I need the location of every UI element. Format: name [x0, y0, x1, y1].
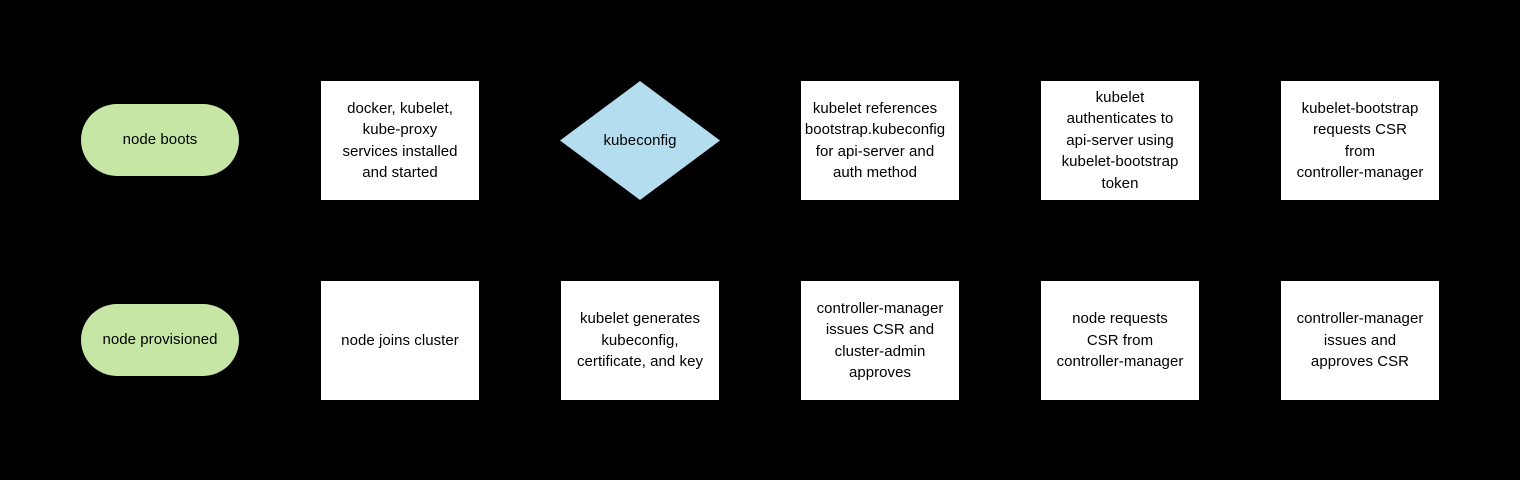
flow-node-controller-manager-approves-csr[interactable]: controller-manager issues and approves C… — [1281, 281, 1439, 400]
flow-node-label: node boots — [122, 131, 198, 149]
flow-node-kubelet-references-bootstrap[interactable]: kubelet references bootstrap.kubeconfig … — [801, 81, 959, 200]
flow-node-services-installed[interactable]: docker, kubelet, kube-proxy services ins… — [321, 81, 479, 200]
flow-node-kubelet-authenticates[interactable]: kubelet authenticates to api-server usin… — [1041, 81, 1199, 200]
flow-node-label: kubelet-bootstrap requests CSR from cont… — [1296, 99, 1424, 182]
flow-node-node-requests-csr[interactable]: node requests CSR from controller-manage… — [1041, 281, 1199, 400]
flow-node-label: node provisioned — [102, 331, 218, 349]
flow-node-label: kubelet references bootstrap.kubeconfig … — [804, 99, 946, 182]
flow-node-controller-manager-issues-csr[interactable]: controller-manager issues CSR and cluste… — [801, 281, 959, 400]
flow-node-label: kubeconfig — [603, 131, 677, 149]
flow-node-node-boots[interactable]: node boots — [81, 104, 239, 176]
flow-node-kubelet-bootstrap-requests-csr[interactable]: kubelet-bootstrap requests CSR from cont… — [1281, 81, 1439, 200]
flow-node-label: node requests CSR from controller-manage… — [1056, 310, 1184, 371]
flow-node-label: kubelet generates kubeconfig, certificat… — [576, 310, 704, 371]
flow-node-label: docker, kubelet, kube-proxy services ins… — [342, 99, 458, 182]
flow-node-label: node joins cluster — [341, 331, 459, 349]
flow-node-node-provisioned[interactable]: node provisioned — [81, 304, 239, 376]
flow-node-kubelet-generates-kubeconfig[interactable]: kubelet generates kubeconfig, certificat… — [561, 281, 719, 400]
flow-node-label: controller-manager issues CSR and cluste… — [816, 299, 944, 382]
flow-node-label: kubelet authenticates to api-server usin… — [1061, 88, 1179, 192]
flow-node-label: controller-manager issues and approves C… — [1296, 310, 1424, 371]
flow-node-kubeconfig-decision[interactable]: kubeconfig — [560, 81, 720, 200]
flow-node-node-joins-cluster[interactable]: node joins cluster — [321, 281, 479, 400]
